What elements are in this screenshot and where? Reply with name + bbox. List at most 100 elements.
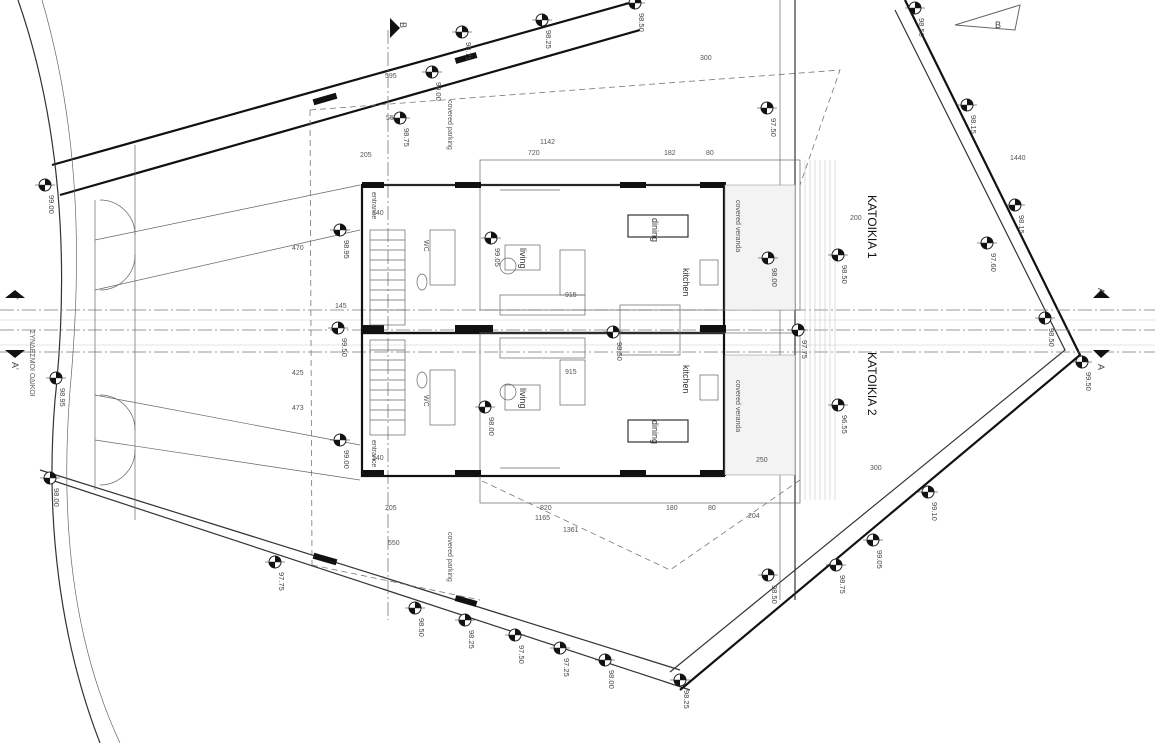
elevation-label: 99.00: [47, 195, 56, 214]
svg-text:470: 470: [292, 245, 304, 252]
house-2-label: ΚΑΤΟΙΚΙΑ 2: [865, 352, 879, 416]
entrance-2-label: entrance: [370, 440, 377, 467]
elevation-label: 98.25: [682, 690, 691, 709]
section-markers: [5, 4, 1110, 358]
level-marker: 98.15: [957, 98, 978, 134]
dimension-labels: 595 550 205 720 182 80 1142 915 915 145 …: [292, 55, 1026, 547]
level-marker: 98.00: [40, 471, 61, 507]
setback-lines: [309, 69, 841, 601]
house-1-outline: [360, 159, 801, 335]
level-marker: 99.00: [422, 65, 443, 101]
svg-text:205: 205: [360, 152, 372, 159]
level-marker: 96.55: [828, 398, 849, 434]
svg-text:140: 140: [372, 455, 384, 462]
elevation-label: 98.50: [615, 342, 624, 361]
elevation-label: 98.95: [342, 240, 351, 259]
parking-2-label: covered parking: [446, 532, 453, 582]
elevation-label: 98.15: [1017, 215, 1026, 234]
level-marker: 98.95: [46, 371, 67, 407]
elevation-label: 98.95: [58, 388, 67, 407]
svg-text:550: 550: [388, 540, 400, 547]
level-marker: 98.75: [826, 558, 847, 594]
elevation-label: 97.60: [989, 253, 998, 272]
svg-text:204: 204: [748, 513, 760, 520]
level-marker: 99.00: [35, 178, 56, 214]
elevation-label: 99.50: [340, 338, 349, 357]
level-marker: 98.50: [625, 0, 646, 32]
level-marker: 99.10: [918, 485, 939, 521]
section-a-prime-bottom: A': [10, 362, 20, 370]
level-marker: 98.25: [532, 13, 553, 49]
living-2-label: living: [518, 388, 528, 409]
plot-boundary: [17, 0, 1082, 743]
level-marker: 98.00: [595, 653, 616, 689]
level-points: 98.25 98.50 98.75 99.00 98.75 99.00 98.95 99.50…: [35, 0, 1093, 709]
elevation-label: 97.25: [562, 658, 571, 677]
svg-text:200: 200: [850, 215, 862, 222]
level-marker: 99.05: [481, 231, 502, 267]
elevation-label: 99.05: [493, 248, 502, 267]
svg-text:145: 145: [335, 303, 347, 310]
elevation-label: 99.50: [1084, 372, 1093, 391]
wc-1-label: WC: [422, 240, 429, 252]
svg-text:473: 473: [292, 405, 304, 412]
level-marker: 97.25: [550, 641, 571, 677]
svg-text:1440: 1440: [1010, 155, 1026, 162]
svg-text:595: 595: [385, 73, 397, 80]
level-marker: 98.00: [758, 251, 779, 287]
section-b-label: B: [398, 22, 408, 28]
level-marker: 99.50: [1072, 355, 1093, 391]
elevation-label: 98.75: [464, 42, 473, 61]
svg-text:820: 820: [540, 505, 552, 512]
elevation-label: 98.75: [838, 575, 847, 594]
level-marker: 97.75: [265, 555, 286, 591]
level-marker: 99.50: [328, 321, 349, 357]
elevation-label: 99.10: [930, 502, 939, 521]
elevation-label: 98.00: [770, 268, 779, 287]
level-marker: 98.50: [405, 601, 426, 637]
elevation-label: 98.50: [637, 13, 646, 32]
svg-text:1361: 1361: [563, 527, 579, 534]
boundary-wall-blocks: [312, 52, 478, 607]
svg-text:1142: 1142: [540, 139, 555, 146]
svg-text:915: 915: [565, 369, 577, 376]
svg-text:1165: 1165: [535, 515, 550, 522]
veranda-1-label: covered veranda: [734, 200, 741, 252]
level-marker: 98.95: [330, 223, 351, 259]
level-marker: 98.75: [390, 111, 411, 147]
level-marker: 98.25: [670, 673, 691, 709]
elevation-label: 97.50: [769, 118, 778, 137]
svg-text:550: 550: [386, 115, 398, 122]
veranda-hatch: [724, 160, 836, 500]
north-arrow-label: B: [995, 20, 1001, 30]
elevation-label: 98.00: [52, 488, 61, 507]
elevation-label: 96.55: [840, 415, 849, 434]
elevation-label: 98.50: [840, 265, 849, 284]
veranda-2-label: covered veranda: [734, 380, 741, 432]
svg-text:80: 80: [706, 150, 714, 157]
background-grid: [0, 319, 1155, 346]
level-marker: 98.50: [603, 325, 624, 361]
elevation-label: 98.50: [770, 585, 779, 604]
svg-text:915: 915: [565, 292, 577, 299]
level-marker: 98.50: [1035, 311, 1056, 347]
elevation-label: 97.75: [277, 572, 286, 591]
driveway-lines: [94, 145, 361, 520]
level-marker: 98.00: [475, 400, 496, 436]
elevation-label: 98.25: [544, 30, 553, 49]
elevation-label: 98.00: [607, 670, 616, 689]
svg-text:140: 140: [372, 210, 384, 217]
elevation-label: 98.25: [467, 630, 476, 649]
svg-text:180: 180: [666, 505, 678, 512]
parking-1-label: covered parking: [446, 100, 453, 150]
svg-text:182: 182: [664, 150, 676, 157]
svg-text:300: 300: [700, 55, 712, 62]
level-marker: 97.50: [505, 628, 526, 664]
road-label: ΣΥΝΔΕΣΜΟΙ ΟΔΙΚΟΙ: [28, 330, 35, 397]
svg-text:80: 80: [708, 505, 716, 512]
house-1-label: ΚΑΤΟΙΚΙΑ 1: [865, 195, 879, 259]
entrance-1-label: entrance: [370, 192, 377, 219]
level-marker: 97.60: [977, 236, 998, 272]
elevation-label: 99.00: [434, 82, 443, 101]
elevation-label: 98.50: [417, 618, 426, 637]
